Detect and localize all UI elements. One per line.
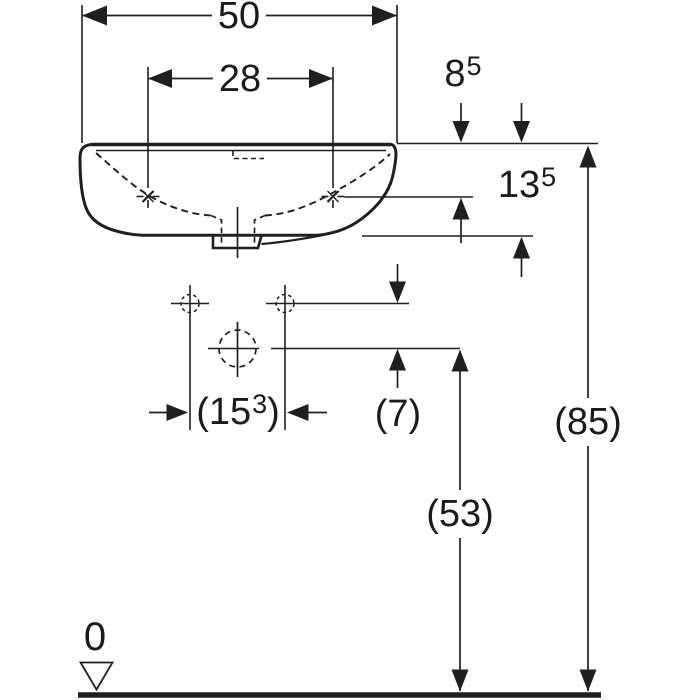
arrowhead-down-icon bbox=[579, 669, 597, 692]
dim-label-drain-height: (53) bbox=[420, 490, 500, 538]
arrowhead-up-icon bbox=[452, 197, 470, 220]
dim-value-superscript: 5 bbox=[541, 162, 557, 192]
arrowhead-up-icon bbox=[451, 349, 469, 372]
dim-value: 50 bbox=[217, 0, 261, 37]
dim-bracket-spacing-arrows bbox=[149, 404, 327, 421]
dim-value: 13 bbox=[497, 164, 541, 206]
datum-zero-label: 0 bbox=[84, 617, 106, 657]
arrowhead-up-icon bbox=[389, 349, 406, 371]
arrowhead-up-icon bbox=[513, 236, 530, 259]
bracket-hole-symbol-left bbox=[180, 285, 200, 430]
dim-value-superscript: 3 bbox=[252, 389, 268, 419]
drain-trap-box bbox=[211, 235, 263, 250]
drain-outlet-symbol bbox=[218, 322, 257, 377]
dim-rim-to-underside-arrows bbox=[513, 103, 530, 277]
arrowhead-down-icon bbox=[452, 121, 470, 143]
arrowhead-left-icon bbox=[82, 5, 107, 26]
dim-value: ) bbox=[267, 391, 280, 433]
arrowhead-right-icon bbox=[166, 404, 188, 421]
arrowhead-down-icon bbox=[513, 121, 530, 143]
dim-label-overall-width: 50 bbox=[211, 0, 267, 40]
basin-front-view bbox=[78, 142, 398, 258]
bowl-hidden-contour-right bbox=[264, 153, 391, 217]
arrowhead-left-icon bbox=[148, 69, 172, 88]
dim-value: (53) bbox=[426, 493, 494, 535]
datum-triangle-icon bbox=[78, 661, 115, 692]
reference-lines bbox=[171, 142, 598, 350]
arrowhead-right-icon bbox=[309, 69, 333, 88]
arrowhead-right-icon bbox=[372, 5, 397, 26]
arrowhead-down-icon bbox=[451, 669, 469, 692]
dim-value: 8 bbox=[444, 53, 466, 95]
dim-value: (85) bbox=[554, 401, 622, 443]
dim-value: 28 bbox=[218, 58, 262, 100]
dim-value: (7) bbox=[374, 393, 422, 435]
dim-label-bracket-spacing: (153) bbox=[196, 391, 280, 433]
overflow-hidden-line bbox=[232, 151, 264, 160]
dim-label-rim-to-fixing: 85 bbox=[444, 53, 481, 95]
drain-circle-hidden bbox=[218, 329, 257, 368]
basin-underside-lip bbox=[261, 234, 323, 246]
dim-value-superscript: 5 bbox=[466, 51, 482, 81]
arrowhead-down-icon bbox=[389, 281, 406, 303]
dim-value: (15 bbox=[196, 391, 252, 433]
drain-funnel-hidden-lines bbox=[210, 214, 266, 247]
fixing-hole-mark-right bbox=[321, 190, 345, 208]
hole-circle-hidden bbox=[275, 293, 295, 314]
dim-rim-to-fixing-arrows bbox=[452, 103, 470, 243]
arrowhead-up-icon bbox=[579, 145, 597, 168]
fixing-hole-mark-left bbox=[136, 190, 160, 208]
dim-bracket-to-drain-arrows bbox=[389, 264, 406, 388]
arrowhead-left-icon bbox=[287, 404, 309, 421]
dim-label-bracket-to-drain: (7) bbox=[375, 395, 421, 433]
dim-label-hole-spacing: 28 bbox=[212, 55, 268, 103]
dim-value: 0 bbox=[83, 615, 107, 659]
bracket-hole-symbol-right bbox=[275, 285, 295, 430]
hole-circle-hidden bbox=[180, 293, 200, 314]
dim-label-rim-to-underside: 135 bbox=[497, 164, 556, 206]
dim-label-rim-height: (85) bbox=[548, 398, 628, 446]
dim-hole-spacing-lines bbox=[147, 67, 334, 188]
bowl-hidden-contour-left bbox=[95, 152, 212, 217]
